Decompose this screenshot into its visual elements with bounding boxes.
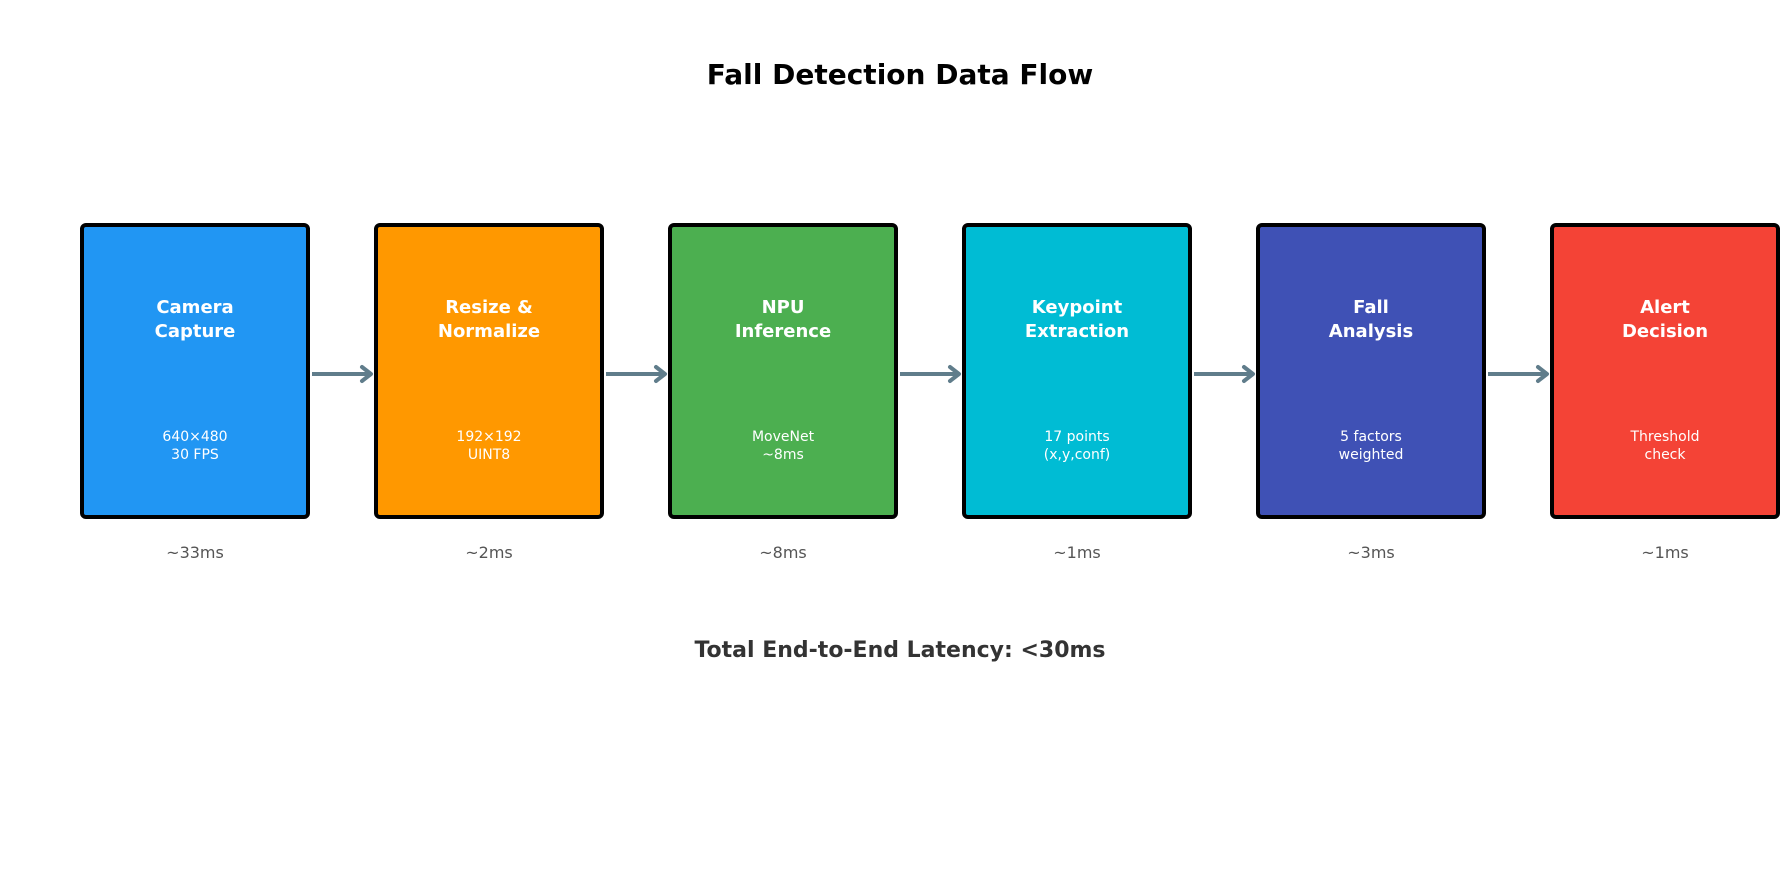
total-latency: Total End-to-End Latency: <30ms — [694, 638, 1106, 663]
stage-detail: MoveNet ~8ms — [672, 428, 894, 464]
stage-title-line: Keypoint — [1031, 297, 1123, 318]
stage-latency: ~1ms — [1641, 543, 1689, 562]
stage-detail-line: (x,y,conf) — [1043, 447, 1111, 463]
stage-title-line: Inference — [734, 321, 832, 342]
stage-title-line: Analysis — [1328, 321, 1414, 342]
stage-detail-line: UINT8 — [467, 447, 511, 463]
flow-arrow-icon — [1488, 365, 1549, 383]
stage-title-line: Extraction — [1024, 321, 1130, 342]
stage-title-line: Normalize — [437, 321, 541, 342]
flow-arrow-icon — [1194, 365, 1255, 383]
stage-title-line: Camera — [156, 297, 234, 318]
stage-title: Keypoint Extraction — [966, 296, 1188, 344]
stage-fall-analysis: Fall Analysis 5 factors weighted — [1256, 223, 1486, 519]
flow-arrow-icon — [900, 365, 961, 383]
stage-title-line: Resize & — [445, 297, 533, 318]
stage-title-line: Fall — [1353, 297, 1389, 318]
stage-detail-line: ~8ms — [762, 447, 804, 463]
stage-latency: ~1ms — [1053, 543, 1101, 562]
stage-title: Resize & Normalize — [378, 296, 600, 344]
stage-title-line: Decision — [1621, 321, 1709, 342]
stage-detail: Threshold check — [1554, 428, 1776, 464]
stage-latency: ~8ms — [759, 543, 807, 562]
stage-detail: 17 points (x,y,conf) — [966, 428, 1188, 464]
stage-title: NPU Inference — [672, 296, 894, 344]
stage-detail-line: 5 factors — [1340, 429, 1402, 445]
stage-detail-line: 640×480 — [162, 429, 228, 445]
stage-detail: 640×480 30 FPS — [84, 428, 306, 464]
stage-detail-line: weighted — [1338, 447, 1404, 463]
stage-latency: ~33ms — [166, 543, 224, 562]
stage-alert-decision: Alert Decision Threshold check — [1550, 223, 1780, 519]
stage-camera-capture: Camera Capture 640×480 30 FPS — [80, 223, 310, 519]
stage-title: Alert Decision — [1554, 296, 1776, 344]
flow-arrow-icon — [312, 365, 373, 383]
stage-title: Camera Capture — [84, 296, 306, 344]
stage-detail-line: Threshold — [1630, 429, 1700, 445]
stage-npu-inference: NPU Inference MoveNet ~8ms — [668, 223, 898, 519]
flow-arrow-icon — [606, 365, 667, 383]
stage-latency: ~2ms — [465, 543, 513, 562]
stage-resize-normalize: Resize & Normalize 192×192 UINT8 — [374, 223, 604, 519]
stage-detail: 192×192 UINT8 — [378, 428, 600, 464]
stage-detail-line: 17 points — [1044, 429, 1110, 445]
stage-keypoint-extraction: Keypoint Extraction 17 points (x,y,conf) — [962, 223, 1192, 519]
stage-title: Fall Analysis — [1260, 296, 1482, 344]
stage-latency: ~3ms — [1347, 543, 1395, 562]
stage-title-line: NPU — [761, 297, 805, 318]
stage-detail-line: MoveNet — [751, 429, 815, 445]
stage-title-line: Capture — [154, 321, 236, 342]
stage-title-line: Alert — [1640, 297, 1690, 318]
stage-detail-line: 30 FPS — [171, 447, 219, 463]
stage-detail: 5 factors weighted — [1260, 428, 1482, 464]
diagram-title: Fall Detection Data Flow — [706, 58, 1094, 91]
stage-detail-line: 192×192 — [456, 429, 522, 445]
stage-detail-line: check — [1644, 447, 1686, 463]
